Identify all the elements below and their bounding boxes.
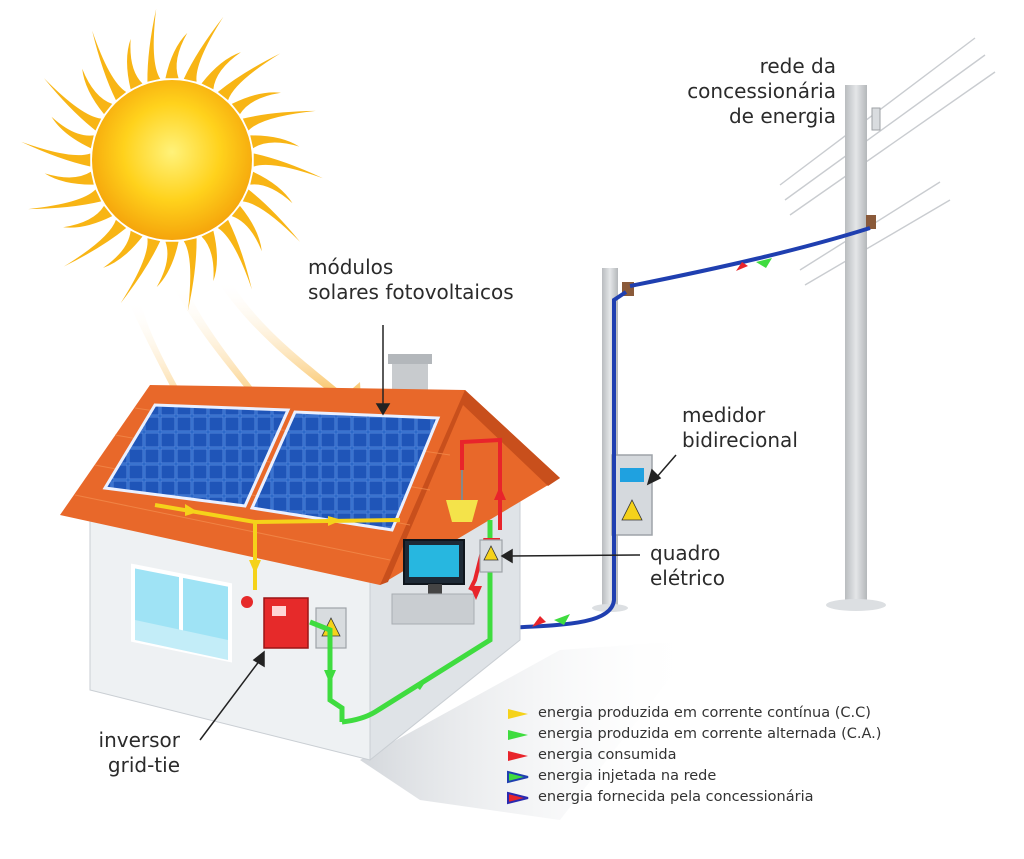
sunlight-rays	[130, 280, 362, 445]
sun-ray	[231, 205, 262, 252]
meter-icon	[611, 454, 653, 536]
sun-ray	[183, 16, 224, 82]
sun-ray	[217, 219, 252, 290]
grid-label: rede da concessionária de energia	[687, 54, 836, 128]
modules-label: módulos solares fotovoltaicos	[308, 255, 514, 304]
dc-line	[154, 503, 401, 590]
callout-lines	[199, 325, 677, 741]
ground-shadow	[360, 640, 700, 820]
electrical-panel-icon	[479, 539, 503, 573]
utility-pole-icon	[826, 85, 886, 611]
sun-ray	[120, 238, 161, 304]
grid-wire	[629, 226, 871, 288]
legend-arrow-icon	[507, 791, 529, 804]
sun-ray	[250, 135, 300, 149]
legend-arrow-icon	[508, 750, 528, 761]
legend-item: energia produzida em corrente alternada …	[506, 724, 881, 745]
sun-ray	[201, 230, 217, 282]
legend-item: energia consumida	[506, 745, 881, 766]
sun-ray	[250, 171, 293, 204]
sun-ray	[44, 171, 94, 185]
sun-ray	[217, 53, 281, 101]
legend-arrow-icon	[508, 729, 528, 740]
sun-ray	[21, 141, 91, 167]
sun-ray	[51, 116, 94, 149]
legend: energia produzida em corrente contínua (…	[506, 703, 881, 808]
sun-ray	[147, 8, 161, 82]
grid-flow-arrows	[532, 258, 772, 627]
meter-label: medidor bidirecional	[682, 403, 798, 452]
inverter-icon	[241, 596, 309, 649]
window	[131, 563, 232, 663]
panel-label: quadro elétrico	[650, 541, 726, 590]
solar-panel-icon	[102, 403, 441, 532]
legend-arrow-icon	[508, 708, 528, 719]
legend-arrow-icon	[507, 770, 529, 783]
legend-item: energia fornecida pela concessionária	[506, 787, 881, 808]
inverter-label: inversor grid-tie	[98, 728, 180, 777]
sun-ray	[201, 52, 241, 90]
sun-ray	[63, 219, 127, 267]
legend-item: energia produzida em corrente contínua (…	[506, 703, 881, 724]
sun-icon	[21, 8, 323, 312]
legend-item: energia injetada na rede	[506, 766, 881, 787]
sun-ray	[242, 189, 301, 242]
service-drop	[504, 290, 628, 630]
sun-ray	[231, 92, 281, 115]
sun-ray	[156, 241, 179, 288]
sun-ray	[82, 68, 113, 115]
sun-ray	[253, 153, 323, 179]
sun-ray	[127, 38, 143, 90]
ac-line	[309, 520, 493, 725]
sun-ray	[183, 238, 197, 312]
sun-ray	[63, 205, 113, 228]
sun-ray	[242, 110, 316, 131]
sun-ray	[92, 30, 127, 101]
sun-ray	[165, 32, 188, 79]
monitor-icon	[391, 539, 475, 625]
sun-ray	[103, 230, 143, 268]
sun-ray	[28, 189, 102, 210]
sun-ray	[43, 78, 102, 131]
